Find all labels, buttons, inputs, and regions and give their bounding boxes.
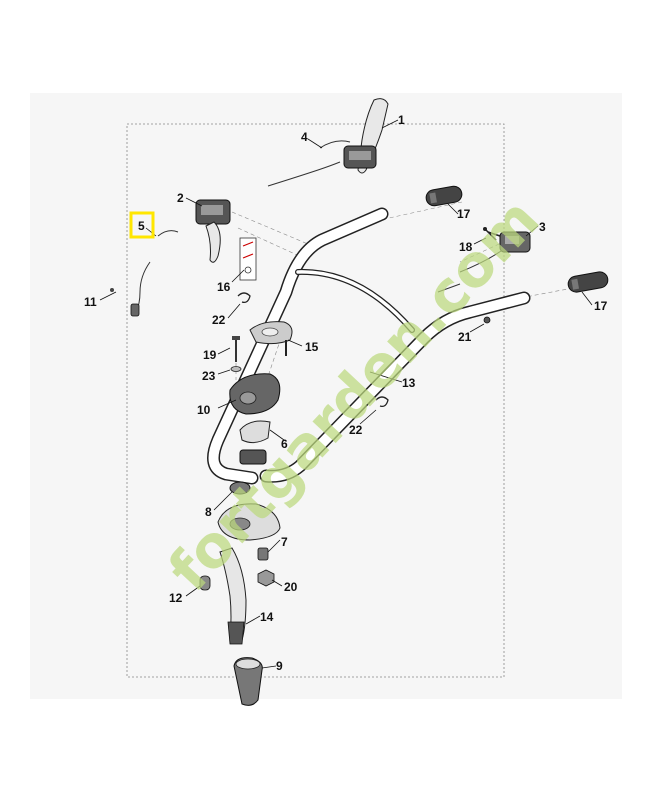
callout-19[interactable]: 19 [203,348,217,362]
drive-lever [195,199,231,263]
wire-11 [110,288,140,317]
callout-5[interactable]: 5 [138,219,145,233]
callout-17-right-grip[interactable]: 17 [594,299,608,313]
callout-23[interactable]: 23 [202,369,216,383]
nut-20 [257,569,275,587]
callout-7[interactable]: 7 [281,535,288,549]
callout-15[interactable]: 15 [305,340,319,354]
callout-22-upper[interactable]: 22 [212,313,226,327]
base-plate [217,503,281,541]
decal-16 [239,237,257,281]
callout-22-lower[interactable]: 22 [349,423,363,437]
callout-2[interactable]: 2 [177,191,184,205]
bolt-21 [483,316,491,324]
bracket-6 [239,420,271,465]
grip-left [425,185,463,207]
callout-18[interactable]: 18 [459,240,473,254]
callout-13[interactable]: 13 [402,376,416,390]
diagram-panel [30,93,622,699]
callout-14[interactable]: 14 [260,610,274,624]
callout-11[interactable]: 11 [84,295,97,309]
callout-10[interactable]: 10 [197,403,211,417]
callout-6[interactable]: 6 [281,437,288,451]
clip-22-upper [237,292,251,304]
sleeve-12 [199,575,211,591]
callout-labels: 1 2 3 4 5 6 7 8 9 10 11 12 13 14 15 16 1… [84,113,608,673]
screw-18 [483,227,497,241]
washer-23 [230,366,242,372]
callout-20[interactable]: 20 [284,580,298,594]
assembly-boundary [126,123,505,678]
callout-12[interactable]: 12 [169,591,183,605]
callout-3[interactable]: 3 [539,220,546,234]
callout-8[interactable]: 8 [205,505,212,519]
control-lever [343,98,389,174]
callout-16[interactable]: 16 [217,280,231,294]
clip-22-lower [375,396,389,408]
chute-rod-14 [219,547,247,645]
throttle-lever [487,231,531,253]
callout-17-left-grip[interactable]: 17 [457,207,471,221]
housing-10 [229,373,281,415]
highlight-box [129,211,155,239]
handlebar-tube [207,207,531,485]
callout-9[interactable]: 9 [276,659,283,673]
callout-1[interactable]: 1 [398,113,405,127]
crank-handle-9 [233,657,263,706]
screw-19 [232,336,240,362]
callout-21[interactable]: 21 [458,330,472,344]
grip-right [567,271,609,293]
callout-4[interactable]: 4 [301,130,308,144]
cover-15 [249,321,293,356]
coupling-8 [229,481,251,495]
nut-7 [257,547,269,561]
